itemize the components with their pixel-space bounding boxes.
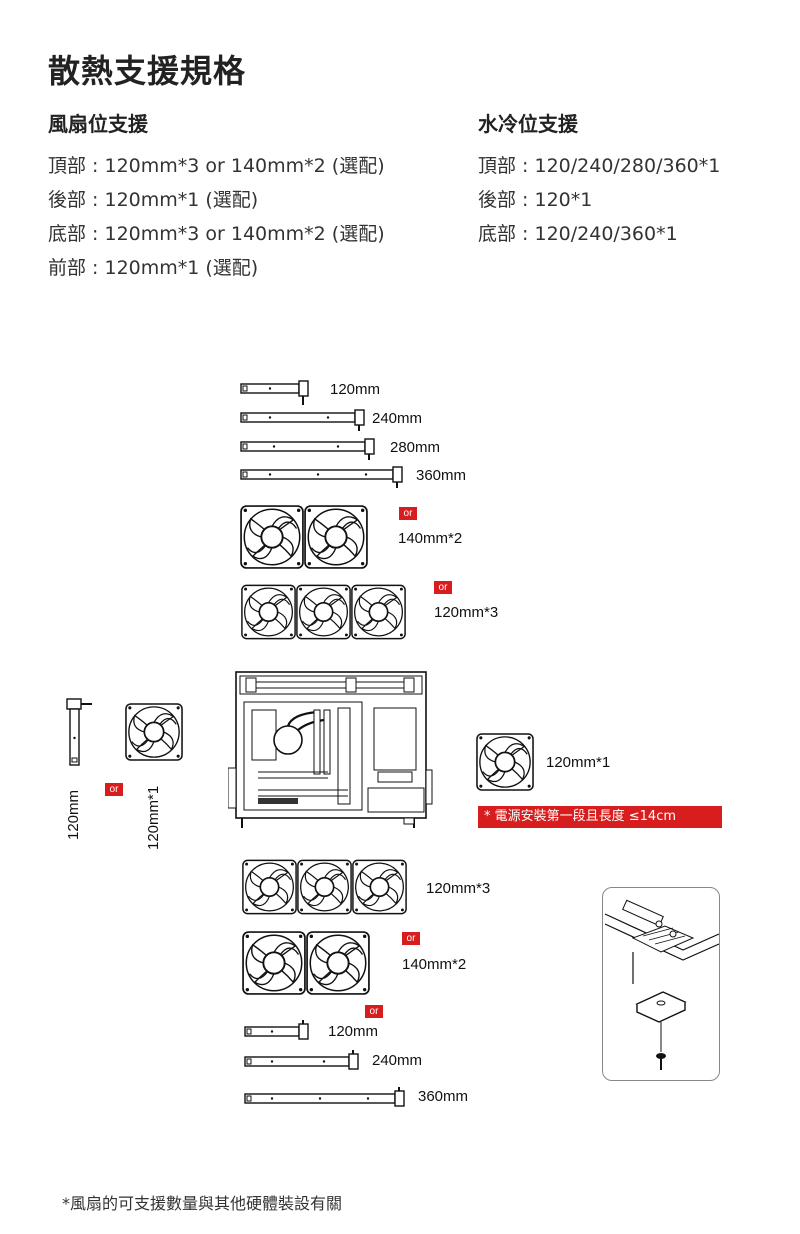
fan-120-icon	[351, 584, 406, 640]
radiator-120-front-icon	[66, 698, 92, 766]
radiator-360-bottom-icon	[244, 1087, 405, 1107]
water-support-heading: 水冷位支援	[478, 112, 578, 136]
fan-120-icon	[296, 584, 351, 640]
fan-120-icon	[241, 584, 296, 640]
side-fan-label: 120mm*1	[546, 754, 611, 771]
top-fans-120-label: 120mm*3	[434, 604, 499, 621]
radiator-240-bottom-icon	[244, 1050, 359, 1070]
radiator-label: 360mm	[418, 1088, 469, 1105]
psu-note-badge: * 電源安裝第一段且長度 ≤14cm	[478, 806, 722, 828]
case-illustration-icon	[228, 671, 433, 828]
psu-bracket-detail-box	[602, 887, 720, 1081]
radiator-120-top-icon	[240, 380, 309, 405]
fan-support-line: 頂部 : 120mm*3 or 140mm*2 (選配)	[48, 155, 385, 177]
fan-support-line: 底部 : 120mm*3 or 140mm*2 (選配)	[48, 223, 385, 245]
fan-140-icon	[304, 502, 368, 572]
or-badge: or	[434, 581, 452, 594]
radiator-120-bottom-icon	[244, 1020, 309, 1040]
water-support-line: 底部 : 120/240/360*1	[478, 223, 678, 245]
footnote: *風扇的可支援數量與其他硬體裝設有關	[62, 1194, 343, 1213]
radiator-label: 360mm	[416, 467, 467, 484]
or-badge: or	[105, 783, 123, 796]
fan-140-icon	[242, 929, 306, 997]
radiator-240-top-icon	[240, 409, 365, 431]
psu-bracket-detail-icon	[604, 899, 720, 1070]
fan-120-icon	[352, 859, 407, 915]
radiator-label: 120mm	[328, 1023, 379, 1040]
fan-120-icon	[297, 859, 352, 915]
page-title: 散熱支援規格	[48, 52, 247, 90]
water-support-line: 頂部 : 120/240/280/360*1	[478, 155, 721, 177]
or-badge: or	[365, 1005, 383, 1018]
fan-support-line: 後部 : 120mm*1 (選配)	[48, 189, 259, 211]
fan-support-heading: 風扇位支援	[48, 112, 148, 136]
fan-140-icon	[306, 929, 370, 997]
radiator-label: 280mm	[390, 439, 441, 456]
fan-support-line: 前部 : 120mm*1 (選配)	[48, 257, 259, 279]
radiator-280-top-icon	[240, 438, 375, 460]
front-fan-label: 120mm*1	[145, 785, 162, 850]
water-support-line: 後部 : 120*1	[478, 189, 593, 211]
radiator-360-top-icon	[240, 466, 403, 488]
fan-140-icon	[240, 502, 304, 572]
or-badge: or	[399, 507, 417, 520]
fan-support-section: 風扇位支援 頂部 : 120mm*3 or 140mm*2 (選配) 後部 : …	[48, 108, 385, 285]
radiator-label: 120mm	[330, 381, 381, 398]
water-support-section: 水冷位支援 頂部 : 120/240/280/360*1 後部 : 120*1 …	[478, 108, 720, 251]
bottom-fans-120-label: 120mm*3	[426, 880, 491, 897]
front-fan-icon	[125, 703, 183, 761]
top-fans-140-label: 140mm*2	[398, 530, 463, 547]
bottom-fans-140-label: 140mm*2	[402, 956, 467, 973]
fan-120-icon	[242, 859, 297, 915]
side-fan-icon	[476, 733, 534, 791]
front-radiator-label: 120mm	[65, 789, 82, 840]
radiator-label: 240mm	[372, 1052, 423, 1069]
radiator-label: 240mm	[372, 410, 423, 427]
or-badge: or	[402, 932, 420, 945]
